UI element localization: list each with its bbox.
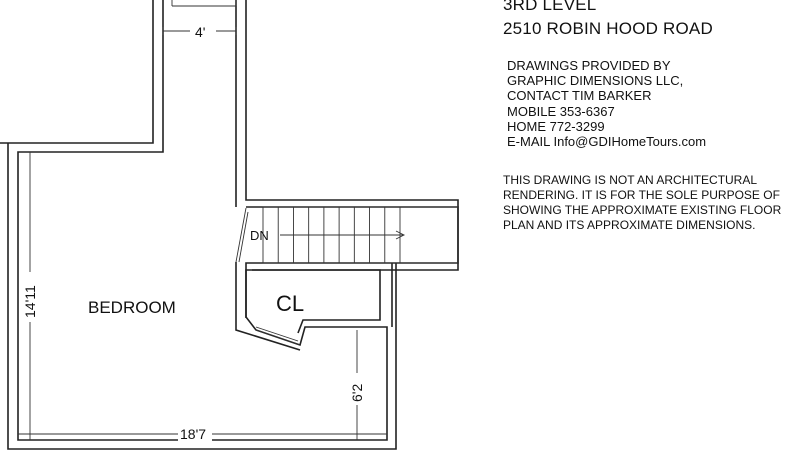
disclaimer-line: PLAN AND ITS APPROXIMATE DIMENSIONS. [503,218,756,232]
dimension-corridor-label: 4' [195,24,205,40]
dimension-bedroom-width-label: 18'7 [180,426,206,442]
contact-line: CONTACT TIM BARKER [507,88,652,104]
corridor-window [171,0,237,7]
level-title: 3RD LEVEL [503,0,597,14]
disclaimer-line: RENDERING. IT IS FOR THE SOLE PURPOSE OF [503,188,780,202]
contact-line: HOME 772-3299 [507,118,605,134]
room-label-bedroom: BEDROOM [88,298,176,317]
disclaimer-line: SHOWING THE APPROXIMATE EXISTING FLOOR [503,203,782,217]
contact-line: MOBILE 353-6367 [507,103,615,119]
room-label-closet: CL [276,291,304,316]
contact-line: GRAPHIC DIMENSIONS LLC, [507,73,684,89]
contact-line: DRAWINGS PROVIDED BY [507,58,671,73]
closet-door [255,326,301,346]
disclaimer-block: THIS DRAWING IS NOT AN ARCHITECTURAL REN… [503,173,781,233]
stair-direction-arrow [280,230,406,240]
room-label-stairs-down: DN [250,228,269,243]
address-title: 2510 ROBIN HOOD ROAD [503,19,713,38]
dimension-bedroom-depth-label: 14'11 [22,285,38,318]
exterior-walls [0,0,459,450]
dimension-closet-wall-label: 6'2 [349,384,365,402]
stair-door [235,207,249,263]
contact-block: DRAWINGS PROVIDED BY GRAPHIC DIMENSIONS … [507,58,706,149]
disclaimer-line: THIS DRAWING IS NOT AN ARCHITECTURAL [503,173,758,187]
contact-line: E-MAIL Info@GDIHomeTours.com [507,134,707,150]
